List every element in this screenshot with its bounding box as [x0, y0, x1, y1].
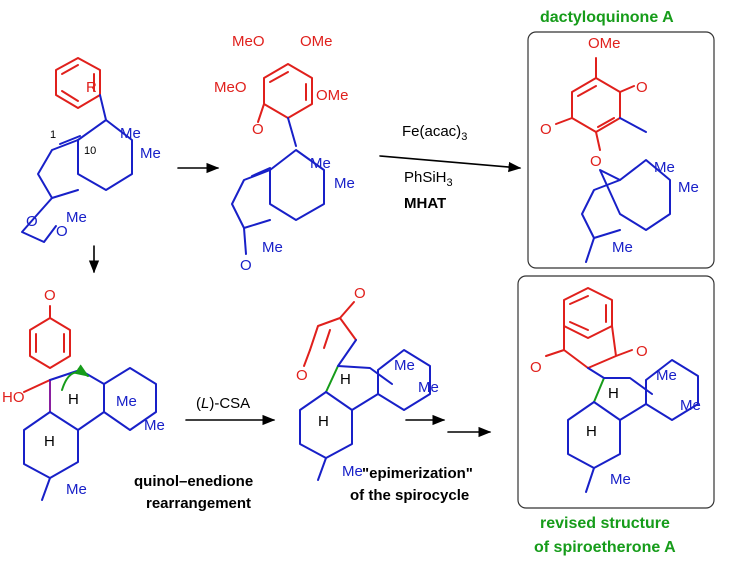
oxo-label-3b: O [540, 121, 552, 138]
csa-label: (L)-CSA [196, 395, 250, 412]
compound-quinone-adduct: MeO OMe MeO OMe O O Me Me Me [214, 33, 355, 274]
oxo-label-6a: O [530, 359, 542, 376]
mhat-arrow-group: Fe(acac)3 PhSiH3 MHAT [379, 123, 522, 212]
ketal-o-label-2: O [56, 223, 68, 240]
dactyloquinone-title: dactyloquinone A [540, 9, 674, 26]
me-label-5c: Me [342, 463, 363, 480]
epim-label-2: of the spirocycle [350, 487, 469, 504]
revised-label-1: revised structure [540, 515, 670, 532]
compound-dactyloquinone: OMe O O O Me Me Me [540, 35, 699, 263]
revised-label-2: of spiroetherone A [534, 539, 676, 556]
ether-o-label-3: O [590, 153, 602, 170]
h-label-4a: H [68, 391, 79, 408]
oxo-label-5b: O [296, 367, 308, 384]
h-label-6b: H [586, 423, 597, 440]
ketal-o-label-1: O [26, 213, 38, 230]
compound-starting-material: R 1 10 Me Me Me O O [21, 57, 161, 243]
compound-spiro-enedione: O O H H Me Me Me [296, 285, 439, 481]
oxo-label-5a: O [354, 285, 366, 302]
me-label-6a: Me [656, 367, 677, 384]
c10-locant: 10 [84, 145, 96, 157]
quinol-label-1: quinol–enedione [134, 473, 253, 490]
arrow-mhat [379, 155, 522, 173]
me-label-2a: Me [310, 155, 331, 172]
me-label-4a: Me [116, 393, 137, 410]
fe-reagent-label: Fe(acac)3 [402, 123, 467, 143]
epim-label-1: "epimerization" [362, 465, 473, 482]
h-label-5b: H [318, 413, 329, 430]
ome-label-3: OMe [588, 35, 621, 52]
csa-arrow-group: (L)-CSA quinol–enedione rearrangement [134, 395, 276, 512]
me-label-1a: Me [120, 125, 141, 142]
oxo-label-2b: O [240, 257, 252, 274]
mhat-label: MHAT [404, 195, 446, 212]
compound-quinol: O HO H H Me Me Me [2, 287, 165, 501]
h-label-4b: H [44, 433, 55, 450]
oxo-label-3a: O [636, 79, 648, 96]
quinol-label-2: rearrangement [146, 495, 251, 512]
me-label-3b: Me [678, 179, 699, 196]
ho-label-4: HO [2, 389, 25, 406]
me-label-1c: Me [66, 209, 87, 226]
me-label-1b: Me [140, 145, 161, 162]
me-label-6c: Me [610, 471, 631, 488]
me-label-5b: Me [418, 379, 439, 396]
c1-locant: 1 [50, 129, 56, 141]
me-label-5a: Me [394, 357, 415, 374]
ome-label-2d: OMe [316, 87, 349, 104]
me-label-6b: Me [680, 397, 701, 414]
me-label-3c: Me [612, 239, 633, 256]
oxo-label-2: O [252, 121, 264, 138]
r-substituent-label: R [86, 79, 97, 96]
me-label-2b: Me [334, 175, 355, 192]
silane-label: PhSiH3 [404, 169, 453, 189]
ome-label-2b: OMe [300, 33, 333, 50]
me-label-2c: Me [262, 239, 283, 256]
me-label-4c: Me [66, 481, 87, 498]
me-label-3a: Me [654, 159, 675, 176]
dactyloquinone-box [527, 31, 715, 269]
h-label-6a: H [608, 385, 619, 402]
me-label-4b: Me [144, 417, 165, 434]
oxo-label-6b: O [636, 343, 648, 360]
ome-label-2c: MeO [214, 79, 247, 96]
oxo-label-4: O [44, 287, 56, 304]
spiroetherone-box [517, 275, 715, 509]
compound-spiroetherone: O O H H Me Me Me [530, 287, 701, 493]
ome-label-2a: MeO [232, 33, 265, 50]
h-label-5a: H [340, 371, 351, 388]
